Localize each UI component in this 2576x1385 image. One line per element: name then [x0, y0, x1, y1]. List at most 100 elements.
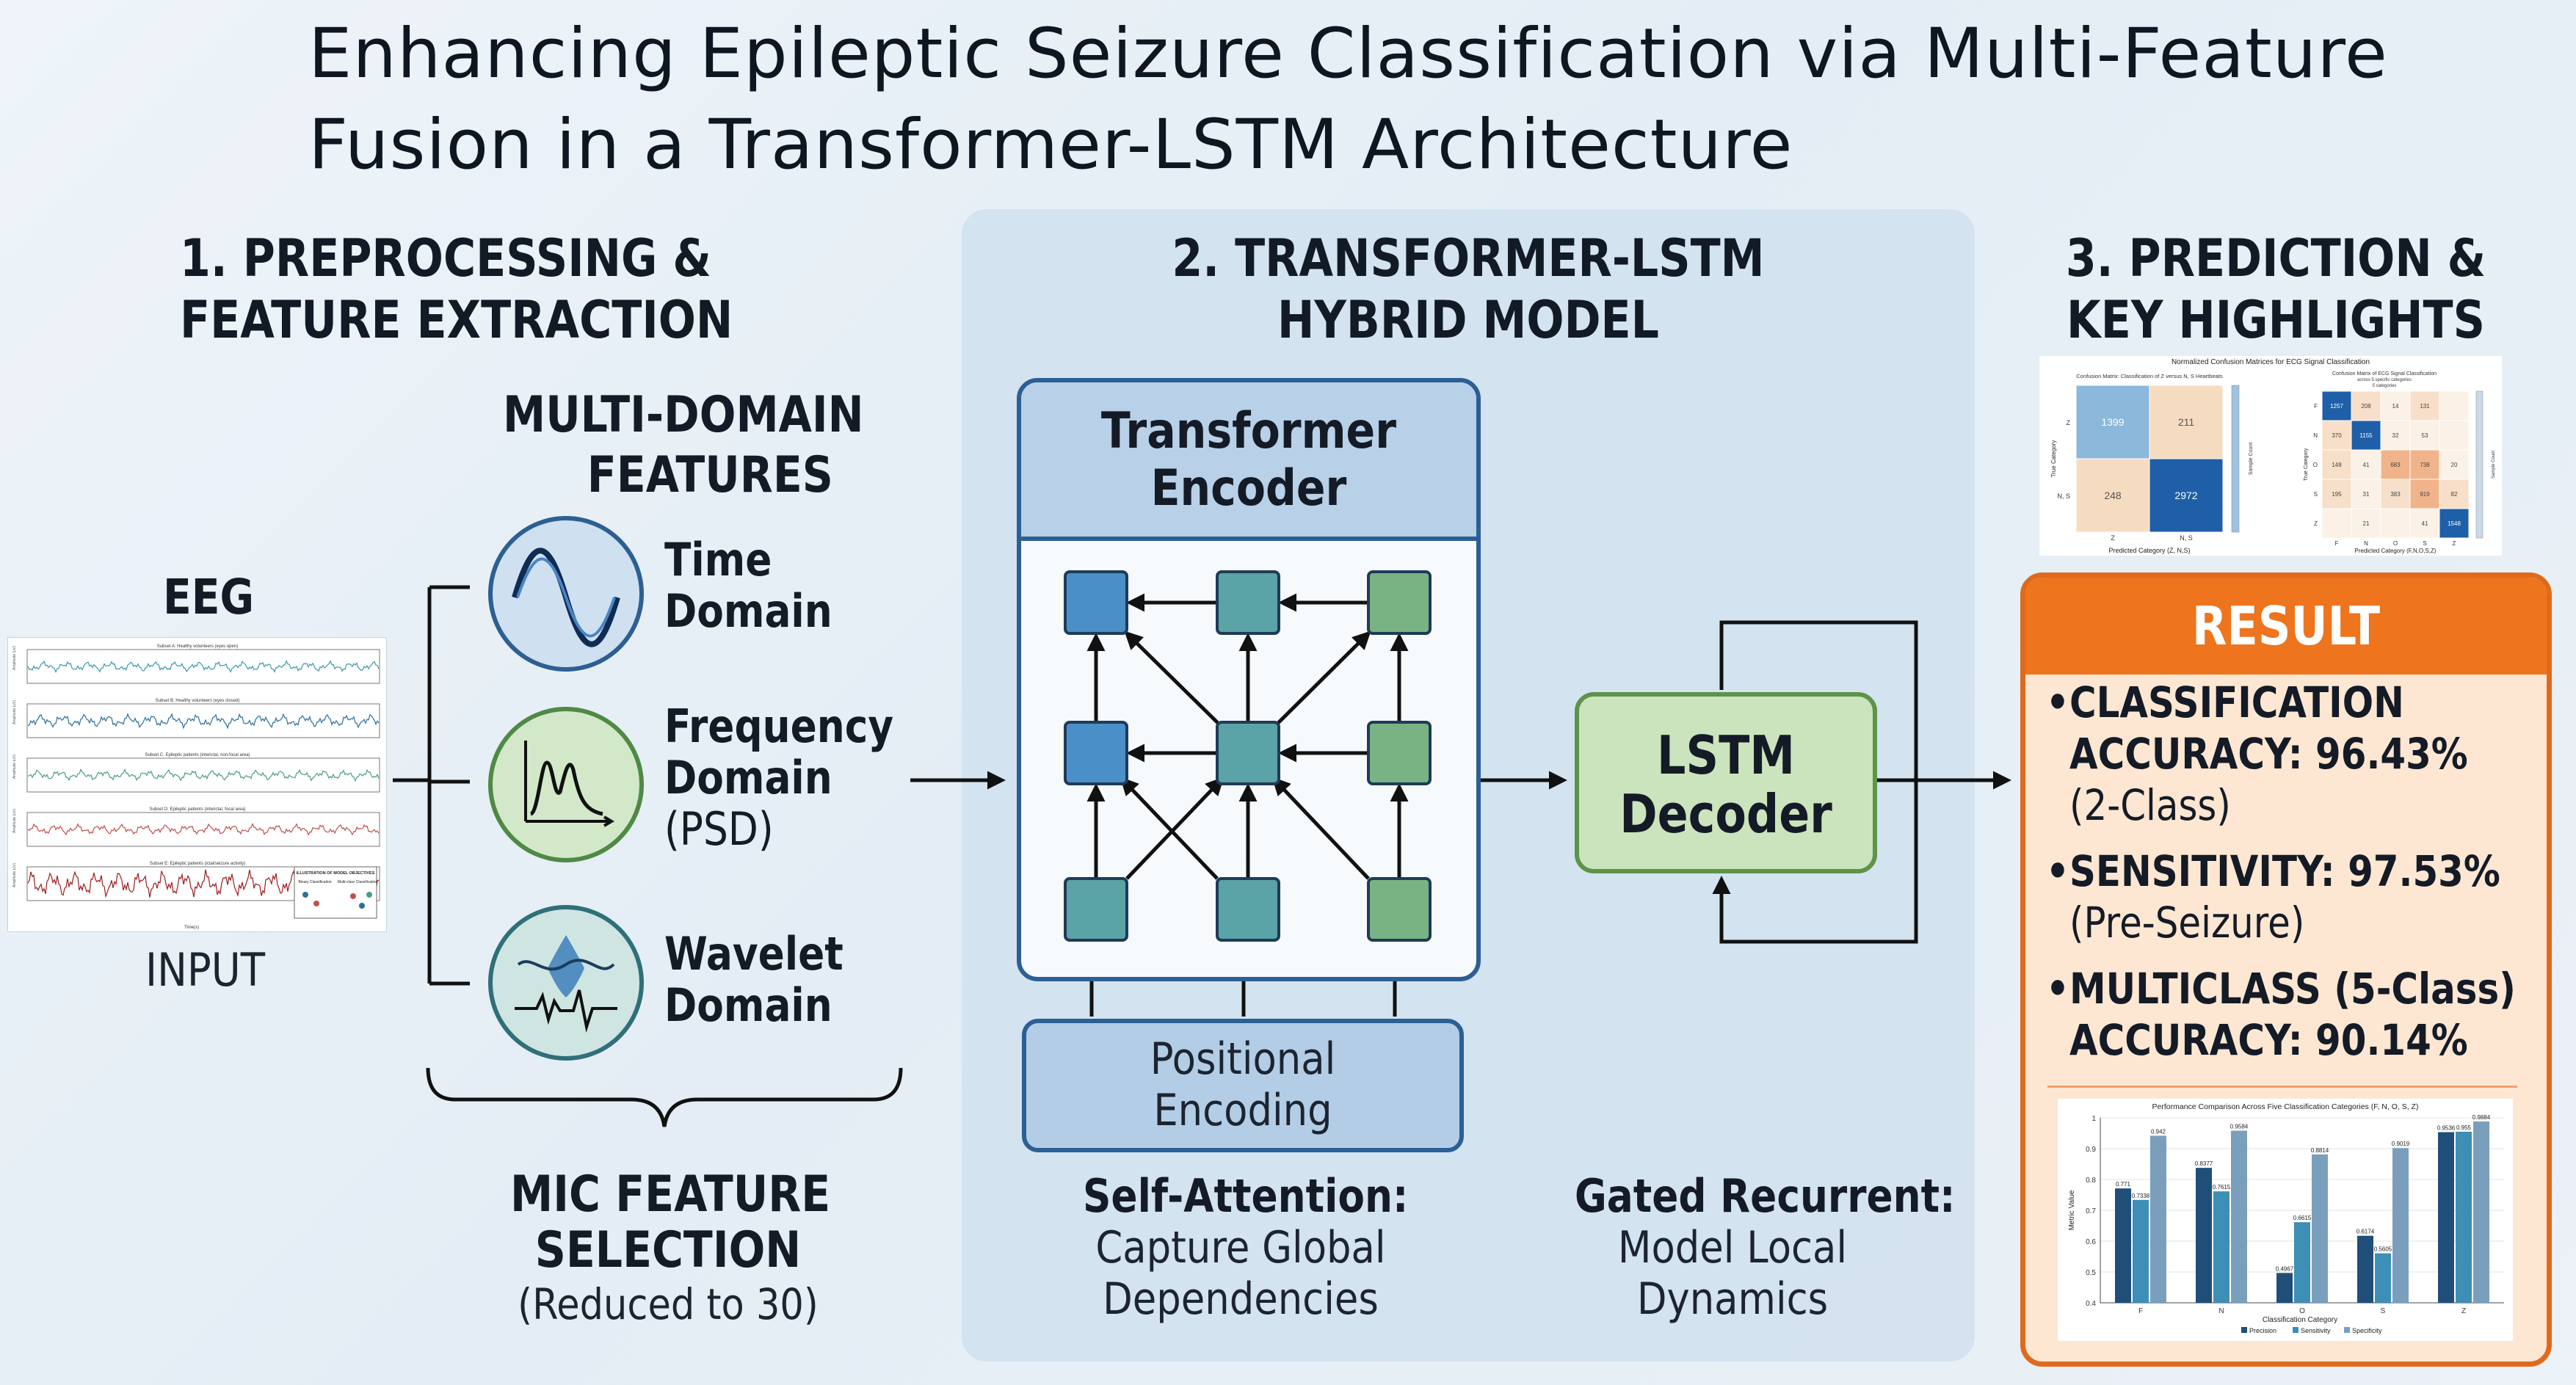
eeg-panel-frame	[26, 649, 380, 684]
eeg-legend-dot	[366, 892, 372, 898]
wavelet-domain-circle	[488, 905, 644, 1061]
wavelet-icon	[515, 935, 617, 1033]
chart-bar	[2392, 1148, 2409, 1303]
positional-encoding-box: Positional Encoding	[1022, 1019, 1464, 1152]
time-domain-circle	[488, 516, 644, 672]
attention-node	[1367, 721, 1432, 785]
eeg-amplitude-label: Amplitude (uV)	[12, 646, 17, 670]
cm-left-cell	[2075, 458, 2150, 533]
cm-right-cell	[2439, 508, 2470, 539]
eeg-signal-figure: Subset A: Healthy volunteers (eyes open)…	[7, 637, 387, 932]
self-attention-grid	[1064, 570, 1432, 942]
chart-ytick-label: 0.6	[2086, 1238, 2096, 1246]
eeg-amplitude-label: Amplitude (uV)	[12, 700, 17, 724]
cm-right-cell	[2380, 479, 2411, 509]
chart-bar	[2276, 1273, 2293, 1303]
cm-left-colorbar-label: Sample Count	[2249, 443, 2254, 475]
cm-left-xlabel: Predicted Category (Z, N,S)	[2108, 547, 2190, 554]
cm-right-value: 148	[2332, 462, 2342, 468]
cm-right-value: 53	[2422, 432, 2428, 439]
transformer-encoder-box: Transformer Encoder	[1017, 378, 1481, 981]
eeg-label: EEG	[163, 569, 255, 625]
cm-right-subtitle: across 5 specific categories	[2357, 378, 2412, 382]
cm-right-cell	[2439, 420, 2470, 451]
chart-bar	[2196, 1168, 2212, 1303]
cm-right-col-label: F	[2335, 540, 2339, 547]
cm-left-row-label: Z	[2067, 419, 2071, 426]
chart-ytick-label: 0.9	[2086, 1146, 2096, 1154]
cm-right-value: 683	[2390, 462, 2401, 468]
cm-right-value: 21	[2363, 520, 2370, 527]
cm-right-col-label: S	[2423, 540, 2426, 547]
chart-legend-label: Specificity	[2352, 1327, 2382, 1334]
attention-node	[1064, 877, 1128, 942]
chart-bar-label: 0.8377	[2195, 1160, 2213, 1167]
chart-xtick-label: F	[2138, 1307, 2143, 1315]
eeg-panel-title: Subset D: Epileptic patients (interictal…	[149, 807, 245, 812]
cm-right-value: 32	[2392, 432, 2399, 439]
chart-bar-label: 0.6615	[2293, 1215, 2312, 1221]
eeg-legend-dot	[302, 892, 308, 898]
eeg-legend-box	[294, 866, 377, 919]
chart-ytick-label: 0.7	[2086, 1207, 2096, 1215]
eeg-signal-trace	[27, 822, 380, 836]
section-1-heading: 1. PREPROCESSING & FEATURE EXTRACTION	[180, 228, 733, 350]
cm-right-row-label: Z	[2314, 520, 2318, 527]
chart-bar-label: 0.9536	[2437, 1124, 2456, 1131]
chart-xtick-label: Z	[2461, 1307, 2466, 1315]
chart-bar-label: 0.7338	[2132, 1193, 2150, 1199]
cm-left-value: 2972	[2174, 490, 2197, 501]
eeg-panel-title: Subset B: Healthy volunteers (eyes close…	[156, 699, 240, 703]
chart-bar-label: 0.6174	[2357, 1229, 2375, 1235]
cm-right-value: 41	[2422, 520, 2428, 527]
cm-right-value: 370	[2332, 432, 2342, 439]
eeg-signal-trace	[27, 713, 380, 730]
attention-node	[1216, 877, 1280, 942]
chart-bar	[2231, 1130, 2247, 1303]
attention-node	[1064, 721, 1128, 785]
chart-bar-label: 0.771	[2116, 1181, 2131, 1188]
mic-selection-label: MIC FEATURE SELECTION (Reduced to 30)	[510, 1166, 831, 1330]
title-line-2: Fusion in a Transformer-LSTM Architectur…	[308, 105, 1793, 185]
cm-left-value: 1399	[2101, 416, 2124, 428]
cm-left-title: Confusion Matrix: Classification of Z ve…	[2076, 373, 2222, 379]
cm-right-cell	[2439, 479, 2470, 509]
chart-bar-label: 0.5605	[2374, 1246, 2392, 1253]
result-header: RESULT	[2025, 578, 2547, 675]
cm-right-xlabel: Predicted Category (F,N,O,S,Z)	[2354, 548, 2436, 554]
chart-bar	[2312, 1154, 2328, 1303]
page-title: Enhancing Epileptic Seizure Classificati…	[308, 9, 2437, 191]
sine-wave-icon	[512, 548, 620, 647]
eeg-legend-dot	[359, 903, 365, 909]
cm-right-cell	[2439, 449, 2470, 480]
frequency-domain-circle	[488, 707, 644, 862]
cm-right-value: 31	[2363, 491, 2370, 498]
input-label: INPUT	[145, 943, 266, 997]
cm-left-colorbar	[2231, 385, 2240, 533]
eeg-panel-title: Subset E: Epileptic patients (ictal/seiz…	[150, 862, 245, 866]
chart-title: Performance Comparison Across Five Class…	[2152, 1102, 2419, 1111]
cm-right-cell	[2351, 479, 2381, 509]
cm-right-col-label: Z	[2453, 540, 2456, 547]
cm-right-cell	[2380, 390, 2411, 421]
chart-bar-label: 0.955	[2456, 1124, 2472, 1131]
attention-node	[1064, 570, 1128, 635]
attention-node	[1216, 721, 1280, 785]
chart-legend-swatch	[2241, 1327, 2247, 1333]
eeg-signal-trace	[27, 659, 380, 674]
cm-right-cell	[2380, 508, 2411, 539]
attention-arrow	[1120, 777, 1219, 880]
chart-legend-swatch	[2344, 1327, 2350, 1333]
cm-right-ylabel: True Category	[2304, 448, 2309, 481]
features-heading: MULTI-DOMAIN FEATURES	[503, 386, 864, 504]
self-attention-caption: Self-Attention: Capture Global Dependenc…	[1083, 1169, 1409, 1326]
cm-right-value: 919	[2420, 491, 2430, 498]
cm-left-col-label: N, S	[2180, 534, 2193, 542]
attention-arrow	[1124, 630, 1222, 727]
cm-left-value: 248	[2104, 490, 2122, 501]
cm-right-subtitle2: 5 categories	[2373, 384, 2397, 388]
eeg-amplitude-label: Amplitude (uV)	[12, 755, 17, 779]
cm-left-value: 211	[2178, 416, 2195, 428]
eeg-signal-plot: Subset A: Healthy volunteers (eyes open)…	[12, 644, 380, 930]
chart-bar	[2150, 1135, 2166, 1303]
